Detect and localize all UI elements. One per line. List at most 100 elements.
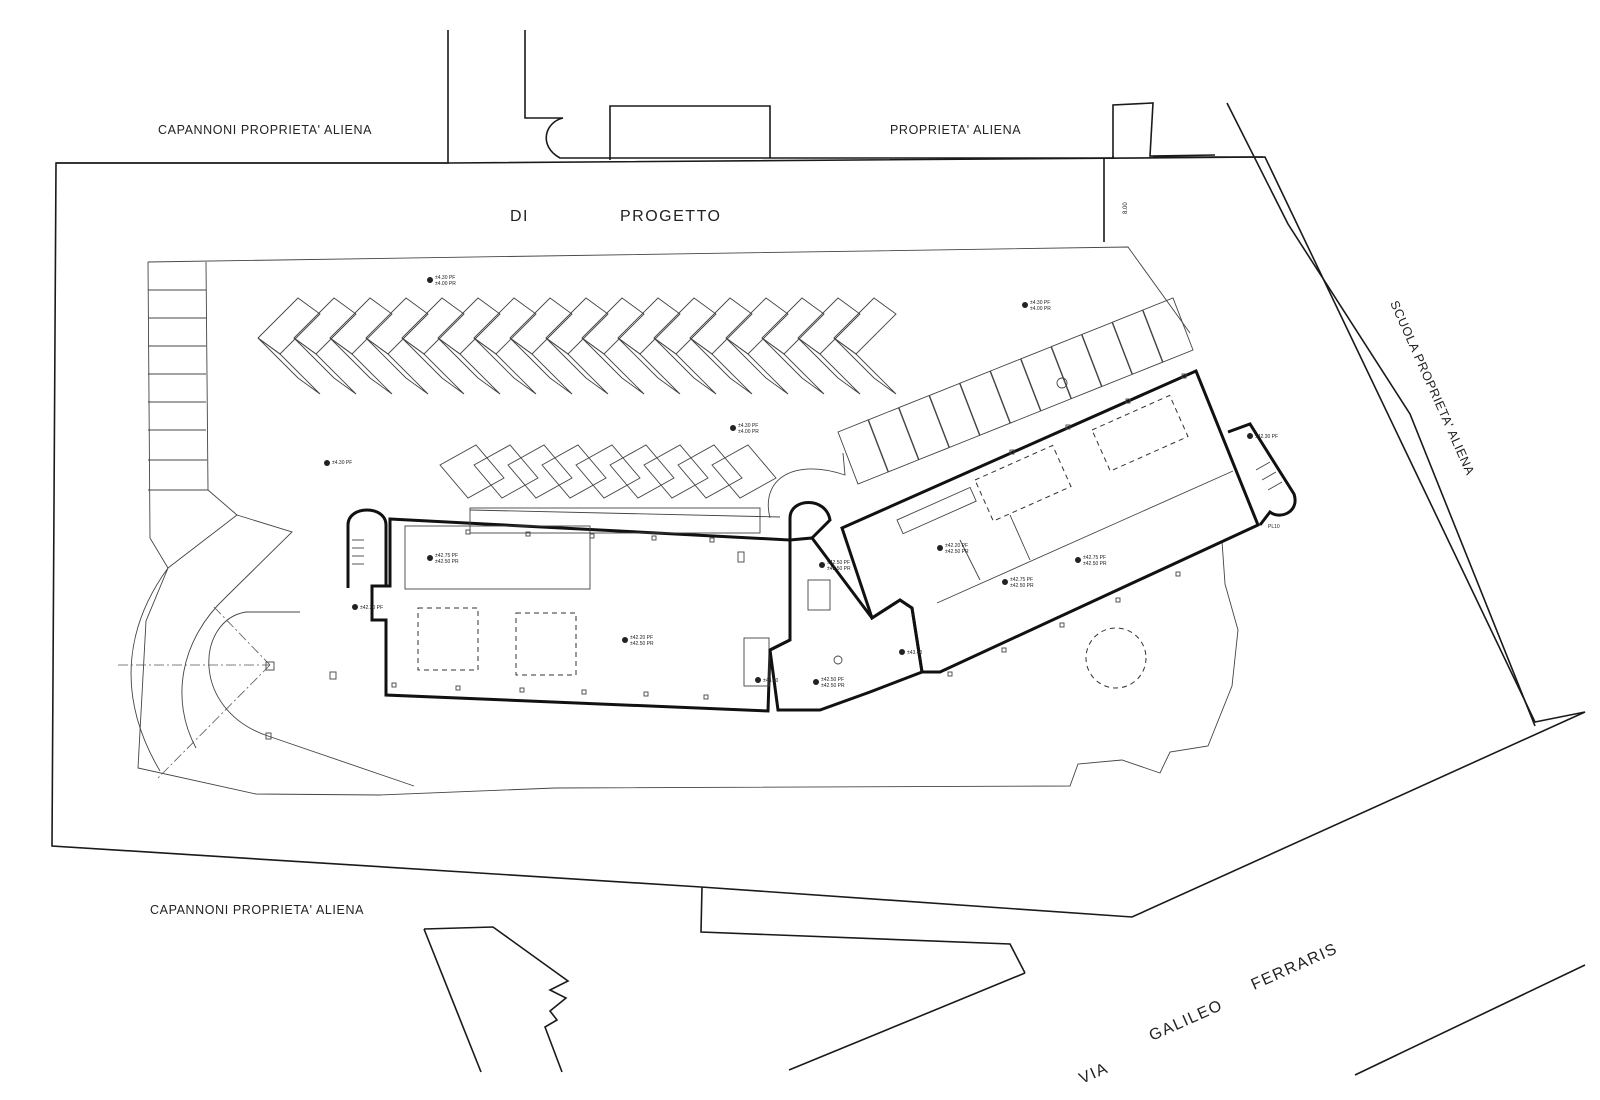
svg-text:±42.50 PR: ±42.50 PR: [827, 566, 851, 572]
parking-stall: [401, 297, 465, 355]
column-marker: [1059, 622, 1065, 628]
svg-text:±4.30 PF: ±4.30 PF: [435, 275, 455, 281]
parking-stall: [581, 297, 645, 355]
label-project-progetto: PROGETTO: [620, 208, 722, 225]
column-marker: [703, 694, 709, 700]
parking-stall: [365, 297, 429, 355]
elevation-marker: ±4.30 PF: [324, 460, 352, 466]
parking-stall: [867, 407, 920, 473]
column-marker: [525, 531, 531, 537]
planter-curve: [767, 452, 846, 519]
column-marker: [643, 691, 649, 697]
labels: CAPANNONI PROPRIETA' ALIENA PROPRIETA' A…: [150, 123, 1477, 1088]
parking-stall: [1111, 309, 1164, 375]
column-marker: [1001, 647, 1007, 653]
parking-stall: [329, 297, 393, 355]
svg-text:±42.50 PR: ±42.50 PR: [435, 559, 459, 565]
label-street-galileo: GALILEO: [1147, 997, 1226, 1045]
svg-text:±42.50 PR: ±42.50 PR: [630, 641, 654, 647]
parking-stall: [928, 382, 981, 448]
stair-tower-core: [788, 501, 832, 540]
column-marker: [1009, 449, 1015, 455]
svg-text:±42.50 PR: ±42.50 PR: [1010, 583, 1034, 589]
parking-stall: [509, 337, 573, 395]
svg-text:±4.00 PR: ±4.00 PR: [435, 281, 456, 287]
parking-stalls-northeast: [837, 297, 1194, 485]
parking-stall: [833, 337, 897, 395]
parking-stall: [293, 337, 357, 395]
elevator: [807, 579, 831, 611]
parking-stalls-angled-north: [257, 297, 897, 395]
parking-stall: [689, 297, 753, 355]
parking-stall: [797, 297, 861, 355]
room-a: [404, 525, 591, 590]
column-marker: [1175, 571, 1181, 577]
parking-stall: [609, 444, 675, 499]
parking-stall: [1081, 321, 1133, 387]
svg-text:±42.75 PF: ±42.75 PF: [435, 553, 458, 559]
elevation-marker: ±42.50 PF±42.50 PR: [819, 560, 851, 572]
column-marker: [1065, 424, 1071, 430]
parking-stall: [473, 337, 537, 395]
parking-stall: [689, 337, 753, 395]
parking-stall: [1050, 334, 1103, 400]
parking-stall: [473, 444, 539, 499]
label-dimension: 8.00: [1123, 202, 1129, 214]
svg-text:±42.30 PF: ±42.30 PF: [1255, 434, 1278, 440]
elevation-marker: ±42.20 PF±42.50 PR: [937, 543, 969, 555]
circular-feature: [1085, 627, 1147, 689]
parking-stall: [541, 444, 607, 499]
parking-stall: [575, 444, 641, 499]
parking-stall: [711, 444, 777, 499]
label-neighbor-e: SCUOLA PROPRIETA' ALIENA: [1387, 299, 1477, 478]
column-marker: [589, 533, 595, 539]
label-neighbor-n: PROPRIETA' ALIENA: [890, 123, 1021, 137]
parking-stall: [643, 444, 709, 499]
parking-stall: [507, 444, 573, 499]
parking-stall: [617, 297, 681, 355]
elevation-marker: ±43.40: [899, 649, 922, 656]
parking-stall: [581, 337, 645, 395]
column-marker: [1115, 597, 1121, 603]
elevation-marker: ±43.40: [755, 677, 778, 684]
stair-tower-west: [346, 508, 388, 588]
parking-area: [118, 246, 1239, 796]
lot-boundary: [51, 156, 1586, 918]
elevation-marker: ±4.30 PF±4.00 PR: [730, 423, 759, 435]
svg-text:PL10: PL10: [1268, 524, 1280, 530]
column-marker: [709, 537, 715, 543]
parking-stall: [837, 419, 889, 485]
column-marker: [391, 682, 397, 688]
parking-stall: [677, 444, 743, 499]
elevation-marker: ±42.30 PF: [352, 604, 383, 611]
building-west-wing: [370, 517, 792, 713]
label-neighbor-sw: CAPANNONI PROPRIETA' ALIENA: [150, 903, 364, 917]
elevation-marker: ±42.20 PF±42.50 PR: [622, 635, 654, 647]
svg-text:±43.40: ±43.40: [763, 678, 778, 684]
label-street-ferraris: FERRARIS: [1249, 940, 1341, 993]
column-marker: [581, 689, 587, 695]
parking-stall: [1142, 297, 1194, 363]
parking-stall: [257, 297, 321, 355]
svg-text:±42.50 PR: ±42.50 PR: [1083, 561, 1107, 567]
parking-stall: [797, 337, 861, 395]
svg-text:±4.30 PF: ±4.30 PF: [1030, 300, 1050, 306]
column-marker: [1181, 373, 1187, 379]
parking-stall: [898, 395, 950, 461]
parking-stall: [437, 337, 501, 395]
elevation-marker: ±42.75 PF±42.50 PR: [1002, 577, 1034, 589]
accessible-parking-icon: [1056, 377, 1068, 389]
stair-tower-east: [1227, 422, 1297, 526]
column-marker: [455, 685, 461, 691]
parking-stall: [365, 337, 429, 395]
neighbor-buildings: [56, 30, 1586, 1076]
svg-text:±42.75 PF: ±42.75 PF: [1083, 555, 1106, 561]
building: [346, 368, 1297, 713]
svg-text:±4.30 PF: ±4.30 PF: [332, 460, 352, 466]
svg-text:±43.40: ±43.40: [907, 650, 922, 656]
svg-text:±4.00 PR: ±4.00 PR: [738, 429, 759, 435]
parking-stall: [833, 297, 897, 355]
svg-text:±42.30 PF: ±42.30 PF: [360, 605, 383, 611]
parking-stall: [617, 337, 681, 395]
